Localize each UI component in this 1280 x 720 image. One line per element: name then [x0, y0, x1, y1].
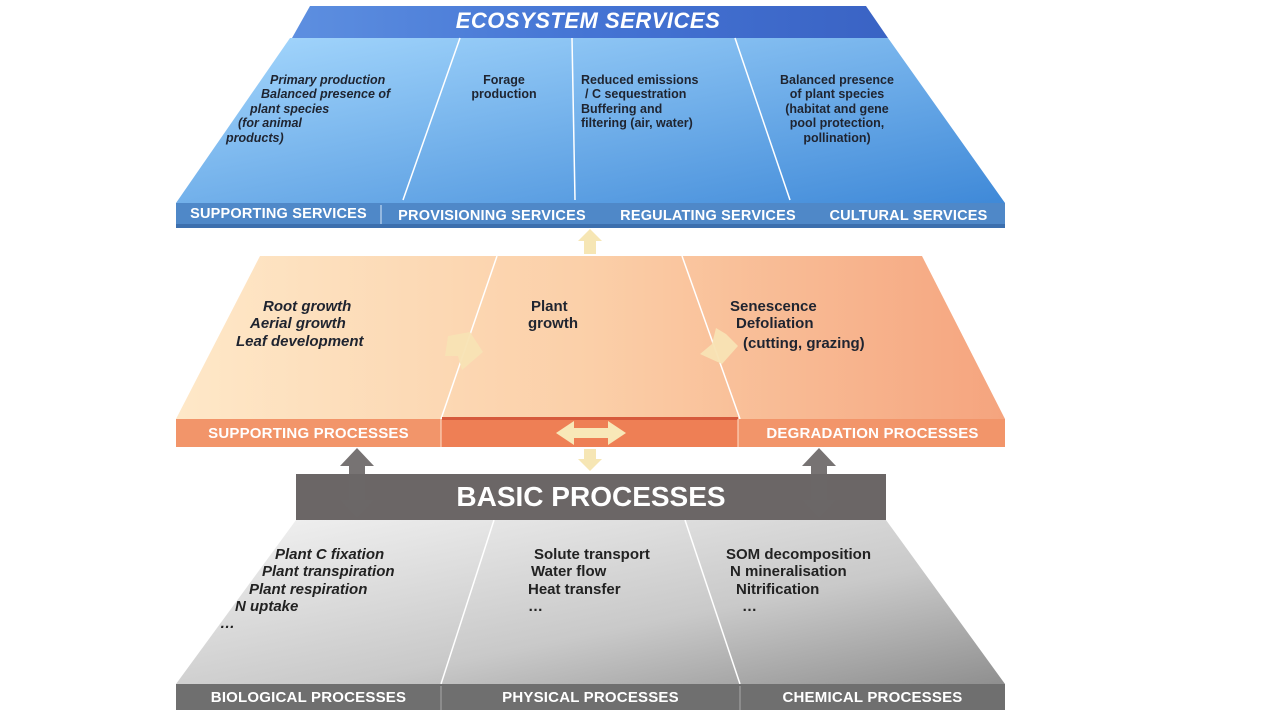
- ecosystem-label-strip: [176, 203, 1005, 227]
- basic-col1-text: Plant C fixation Plant transpiration Pla…: [220, 546, 395, 632]
- basic-title: BASIC PROCESSES: [456, 481, 726, 512]
- ecosystem-col1-text: Primary production Balanced presence of …: [226, 73, 391, 145]
- double-arrow-left-vertical: [340, 448, 374, 518]
- label-chemical-processes: CHEMICAL PROCESSES: [782, 689, 963, 706]
- ecosystem-panel: [176, 38, 1005, 203]
- arrow-to-plant-growth-left: [445, 332, 483, 370]
- label-supporting-processes: SUPPORTING PROCESSES: [208, 425, 409, 442]
- ecosystem-col2-text: Forage production: [471, 73, 537, 102]
- processes-col1-text: Root growth Aerial growth Leaf developme…: [236, 298, 364, 350]
- processes-col2-text: Plant growth: [528, 298, 578, 333]
- double-arrow-horizontal: [556, 421, 626, 445]
- ecosystem-title: ECOSYSTEM SERVICES: [455, 8, 721, 33]
- arrow-to-plant-growth-right: [700, 328, 738, 364]
- basic-title-bar: [296, 474, 886, 520]
- label-provisioning-services: PROVISIONING SERVICES: [398, 208, 586, 224]
- ecosystem-col3-text: Reduced emissions / C sequestration Buff…: [581, 73, 699, 131]
- processes-col3-text: Senescence Defoliation (cutting, grazing…: [730, 298, 865, 352]
- double-arrow-right-vertical: [802, 448, 836, 518]
- ecosystem-title-bar: [292, 6, 888, 38]
- label-cultural-services: CULTURAL SERVICES: [829, 208, 988, 224]
- arrow-up-to-services: [578, 229, 602, 254]
- label-biological-processes: BIOLOGICAL PROCESSES: [210, 689, 407, 706]
- basic-label-strip: [176, 684, 1005, 710]
- label-physical-processes: PHYSICAL PROCESSES: [502, 689, 679, 706]
- processes-panel: [176, 256, 1005, 419]
- basic-col2-text: Solute transport Water flow Heat transfe…: [528, 546, 650, 615]
- label-regulating-services: REGULATING SERVICES: [620, 208, 796, 224]
- label-supporting-services: SUPPORTING SERVICES: [190, 206, 367, 222]
- ecosystem-col4-text: Balanced presence of plant species (habi…: [780, 73, 894, 145]
- basic-col3-text: SOM decomposition N mineralisation Nitri…: [726, 546, 872, 615]
- arrow-down-to-basic: [578, 449, 602, 471]
- label-degradation-processes: DEGRADATION PROCESSES: [766, 425, 979, 442]
- basic-panel: [176, 520, 1005, 684]
